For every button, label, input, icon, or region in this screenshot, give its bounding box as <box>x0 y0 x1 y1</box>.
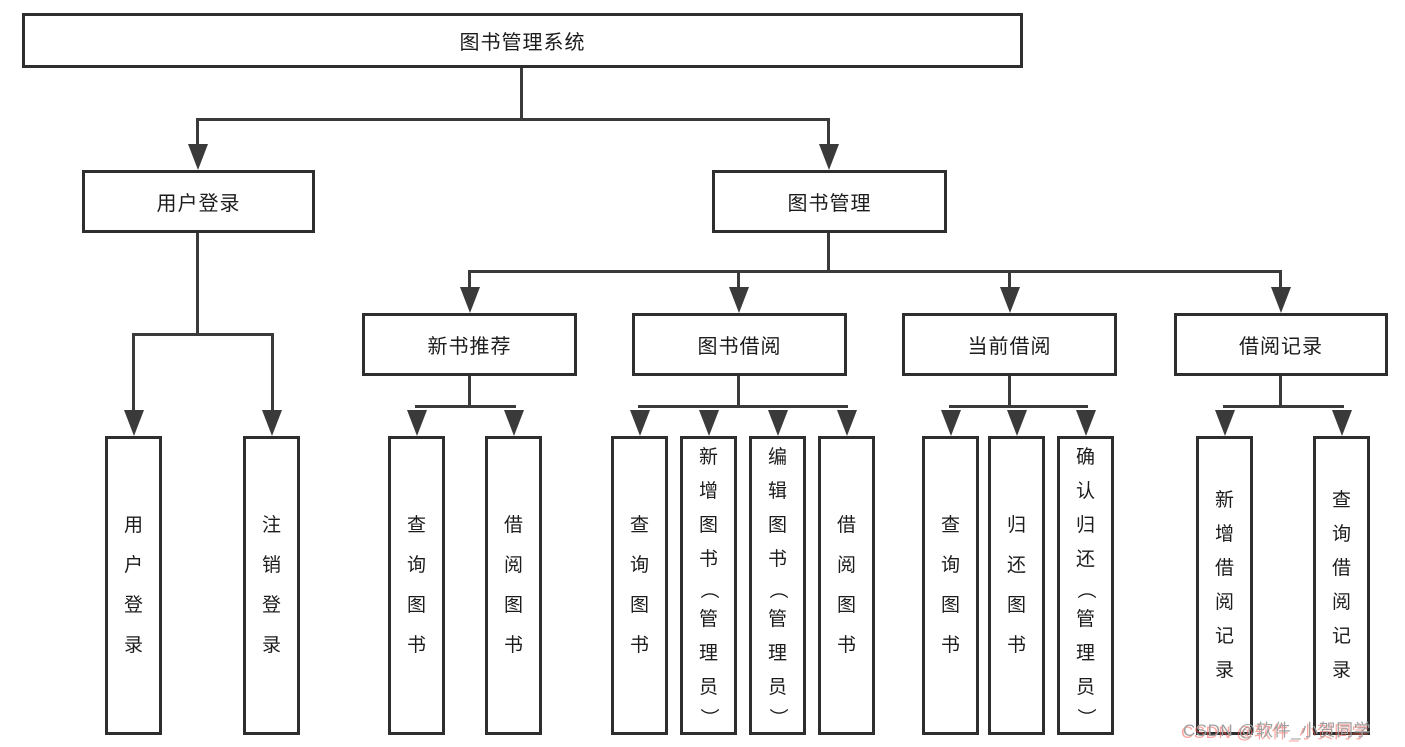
arrowhead-icon <box>188 144 208 170</box>
connector-line <box>1223 405 1344 408</box>
arrowhead-icon <box>941 410 961 436</box>
node-logout-leaf: 注销登录 <box>243 436 300 735</box>
connector-line <box>737 376 740 407</box>
connector-line <box>827 233 830 272</box>
connector-line <box>132 333 135 412</box>
node-book-borrowing: 图书借阅 <box>632 313 847 376</box>
connector-line <box>1008 376 1011 407</box>
csdn-watermark: CSDN @软件_小贺同学 <box>1183 721 1372 740</box>
arrowhead-icon <box>630 410 650 436</box>
arrowhead-icon <box>1000 287 1020 313</box>
node-search-books-1: 查询图书 <box>388 436 445 735</box>
node-label: 图书管理系统 <box>459 32 586 54</box>
node-user-login-leaf: 用户登录 <box>105 436 162 735</box>
arrowhead-icon <box>1215 410 1235 436</box>
connector-line <box>196 118 830 121</box>
arrowhead-icon <box>1007 410 1027 436</box>
connector-line <box>196 233 199 333</box>
connector-line <box>1279 376 1282 407</box>
node-label: 图书借阅 <box>697 336 782 358</box>
node-current-borrowing: 当前借阅 <box>902 313 1117 376</box>
connector-line <box>468 376 471 407</box>
node-label: 用户登录 <box>156 193 241 215</box>
arrowhead-icon <box>837 410 857 436</box>
node-return-books: 归还图书 <box>988 436 1045 735</box>
arrowhead-icon <box>768 410 788 436</box>
node-label: 新书推荐 <box>427 336 512 358</box>
connector-line <box>827 118 830 146</box>
arrowhead-icon <box>262 410 282 436</box>
arrowhead-icon <box>1332 410 1352 436</box>
node-search-books-2: 查询图书 <box>611 436 668 735</box>
connector-line <box>949 405 1088 408</box>
arrowhead-icon <box>460 287 480 313</box>
node-confirm-return-admin: 确认归还（管理员） <box>1057 436 1114 735</box>
node-label: 当前借阅 <box>967 336 1052 358</box>
arrowhead-icon <box>699 410 719 436</box>
node-search-borrow-record: 查询借阅记录 <box>1313 436 1370 735</box>
connector-line <box>415 405 516 408</box>
connector-line <box>196 118 199 146</box>
connector-line <box>468 270 1282 273</box>
node-borrow-books-2: 借阅图书 <box>818 436 875 735</box>
node-borrowing-records: 借阅记录 <box>1174 313 1388 376</box>
arrowhead-icon <box>124 410 144 436</box>
node-new-book-recommend: 新书推荐 <box>362 313 577 376</box>
node-user-login: 用户登录 <box>82 170 315 233</box>
connector-line <box>1279 270 1282 290</box>
connector-line <box>638 405 848 408</box>
node-search-books-3: 查询图书 <box>922 436 979 735</box>
arrowhead-icon <box>729 287 749 313</box>
node-label: 图书管理 <box>787 193 872 215</box>
connector-line <box>1008 270 1011 290</box>
arrowhead-icon <box>1271 287 1291 313</box>
node-label: 借阅记录 <box>1239 336 1323 358</box>
node-add-books-admin: 新增图书（管理员） <box>680 436 737 735</box>
connector-line <box>520 68 523 121</box>
node-edit-books-admin: 编辑图书（管理员） <box>749 436 806 735</box>
connector-line <box>271 333 274 412</box>
arrowhead-icon <box>407 410 427 436</box>
arrowhead-icon <box>1076 410 1096 436</box>
node-root-library-system: 图书管理系统 <box>22 13 1023 68</box>
arrowhead-icon <box>819 144 839 170</box>
connector-line <box>468 270 471 290</box>
connector-line <box>737 270 740 290</box>
node-add-borrow-record: 新增借阅记录 <box>1196 436 1253 735</box>
arrowhead-icon <box>504 410 524 436</box>
node-borrow-books-1: 借阅图书 <box>485 436 542 735</box>
node-book-management: 图书管理 <box>712 170 947 233</box>
connector-line <box>132 333 274 336</box>
